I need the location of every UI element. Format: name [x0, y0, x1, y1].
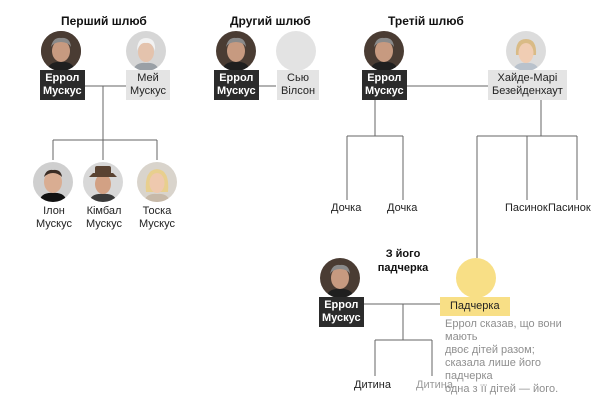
note-line-2: мають — [445, 331, 478, 343]
note-line-3: двоє дітей разом; — [445, 344, 535, 356]
portrait-mei — [126, 31, 166, 71]
heading-first-marriage: Перший шлюб — [61, 14, 147, 28]
name-label-errol-fourth: Еррол Мускус — [319, 297, 364, 327]
name-line-2: Мускус — [36, 218, 72, 230]
child-label-daughter-1: Дочка — [331, 202, 362, 214]
child-label-child-2: Дитина — [416, 379, 453, 391]
name-line-2: Мускус — [139, 218, 175, 230]
heading-third-marriage: Третій шлюб — [388, 14, 464, 28]
name-line-1: Еррол — [45, 72, 80, 84]
portrait-tosca — [137, 162, 177, 202]
name-label-errol-first: Еррол Мускус — [40, 70, 85, 100]
name-line-2: Мускус — [86, 218, 122, 230]
heading-stepdaughter-line-2: падчерка — [377, 262, 429, 274]
child-label-stepson-2: Пасинок — [548, 202, 591, 214]
name-line-1: Мей — [137, 72, 159, 84]
name-line-2: Мускус — [365, 85, 404, 97]
portrait-errol-second — [216, 31, 256, 71]
portrait-errol-third — [364, 31, 404, 71]
name-line-1: Хайде-Марі — [497, 72, 558, 84]
portrait-heide — [506, 31, 546, 71]
portrait-errol-first — [41, 31, 81, 71]
name-line-2: Безейденхаут — [492, 85, 563, 97]
name-line-1: Тоска — [142, 205, 172, 217]
name-line-2: Вілсон — [281, 85, 316, 97]
name-label-stepdaughter: Падчерка — [440, 297, 510, 316]
name-label-errol-third: Еррол Мускус — [362, 70, 407, 100]
child-label-stepson-1: Пасинок — [505, 202, 548, 214]
name-label-heide: Хайде-Марі Безейденхаут — [488, 70, 567, 100]
note-line-1: Еррол сказав, що вони — [445, 318, 562, 330]
note-line-5: падчерка — [445, 370, 493, 382]
name-label-sue: Сью Вілсон — [277, 70, 320, 100]
name-line-1: Ілон — [43, 205, 65, 217]
name-line-2: Мускус — [130, 85, 166, 97]
name-label-elon: Ілон Мускус — [34, 205, 74, 231]
name-line-1: Кімбал — [86, 205, 122, 217]
name-line-1: Сью — [287, 72, 309, 84]
heading-second-marriage: Другий шлюб — [230, 14, 311, 28]
note-line-4: сказала лише його — [445, 357, 542, 369]
name-label-errol-second: Еррол Мускус — [214, 70, 259, 100]
portrait-placeholder-stepdaughter — [456, 258, 496, 298]
portrait-placeholder-sue — [276, 31, 316, 71]
note-line-6: одна з її дітей — його. — [445, 383, 559, 395]
name-line-2: Мускус — [43, 85, 82, 97]
portrait-elon — [33, 162, 73, 202]
name-line-2: Мускус — [322, 312, 361, 324]
annotation-note: Еррол сказав, що вони мають двоє дітей р… — [445, 318, 565, 396]
heading-stepdaughter-relation: З його падчерка — [363, 247, 443, 275]
name-label-tosca: Тоска Мускус — [136, 205, 178, 231]
child-label-daughter-2: Дочка — [387, 202, 418, 214]
portrait-errol-fourth — [320, 258, 360, 298]
portrait-kimbal — [83, 162, 123, 202]
name-line-2: Мускус — [217, 85, 256, 97]
heading-stepdaughter-line-1: З його — [385, 248, 421, 260]
name-line-1: Еррол — [219, 72, 254, 84]
name-label-mei: Мей Мускус — [126, 70, 170, 100]
name-line-1: Еррол — [324, 299, 359, 311]
child-label-child-1: Дитина — [354, 379, 391, 391]
name-label-kimbal: Кімбал Мускус — [82, 205, 126, 231]
name-line-1: Еррол — [367, 72, 402, 84]
